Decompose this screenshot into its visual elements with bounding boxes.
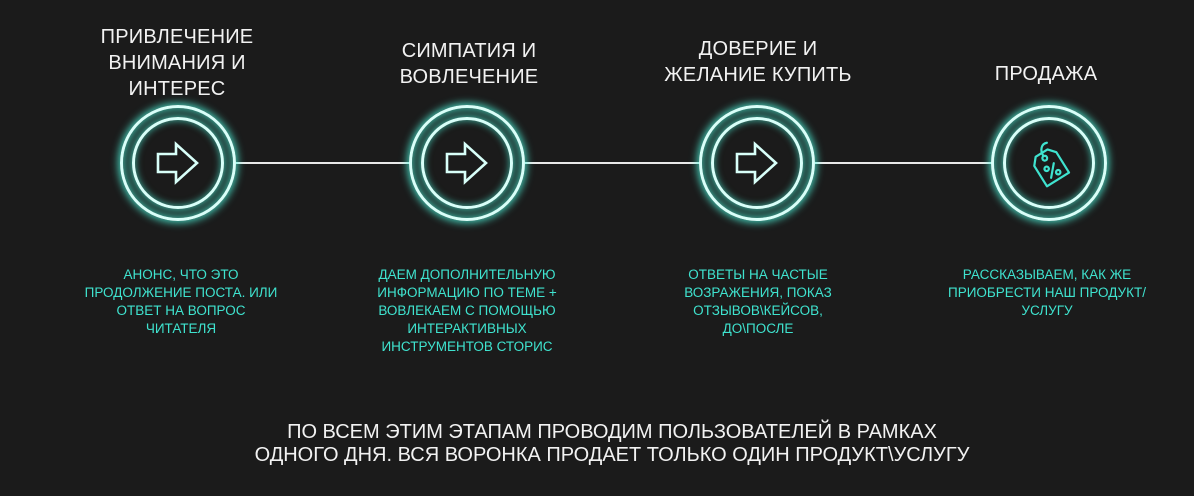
step-4-description: РАССКАЗЫВАЕМ, КАК ЖЕ ПРИОБРЕСТИ НАШ ПРОД… (947, 267, 1146, 318)
step-4-inner-ring (1003, 117, 1095, 209)
arrow-right-icon (445, 141, 488, 185)
step-3-ring (699, 105, 815, 221)
step-3-title: ДОВЕРИЕ И ЖЕЛАНИЕ КУПИТЬ (664, 38, 852, 86)
funnel-summary: ПО ВСЕМ ЭТИМ ЭТАПАМ ПРОВОДИМ ПОЛЬЗОВАТЕЛ… (254, 421, 970, 466)
arrow-right-icon (156, 141, 199, 185)
step-3-inner-ring (711, 117, 803, 209)
step-3-description: ОТВЕТЫ НА ЧАСТЫЕ ВОЗРАЖЕНИЯ, ПОКАЗ ОТЗЫВ… (684, 267, 832, 336)
arrow-right-icon (735, 141, 778, 185)
step-1-title: ПРИВЛЕЧЕНИЕ ВНИМАНИЯ И ИНТЕРЕС (100, 26, 254, 100)
step-2-ring (409, 105, 525, 221)
step-2-description: ДАЕМ ДОПОЛНИТЕЛЬНУЮ ИНФОРМАЦИЮ ПО ТЕМЕ +… (377, 267, 557, 354)
connector-line-3 (815, 162, 992, 164)
connector-line-1 (236, 162, 410, 164)
step-4-ring (991, 105, 1107, 221)
step-1-description: АНОНС, ЧТО ЭТО ПРОДОЛЖЕНИЕ ПОСТА. ИЛИ ОТ… (84, 267, 278, 336)
step-2-inner-ring (421, 117, 513, 209)
step-2-title: СИМПАТИЯ И ВОВЛЕЧЕНИЕ (399, 40, 539, 88)
discount-tag-icon (1033, 141, 1071, 188)
step-1-ring (120, 105, 236, 221)
connector-line-2 (525, 162, 700, 164)
step-1-inner-ring (132, 117, 224, 209)
step-4-title: ПРОДАЖА (994, 63, 1098, 85)
